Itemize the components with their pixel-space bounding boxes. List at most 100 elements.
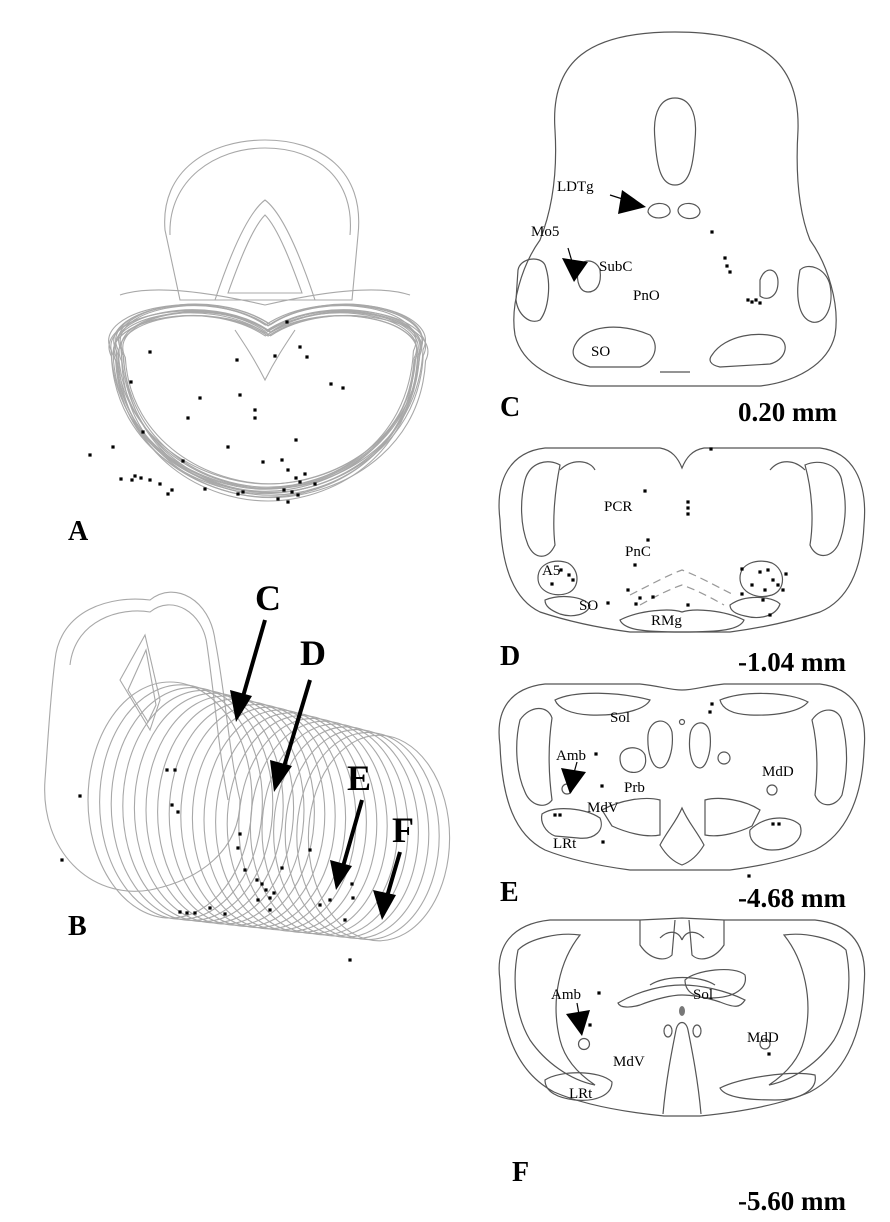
cell-marker — [343, 918, 346, 921]
cell-marker — [170, 803, 173, 806]
cell-marker — [272, 891, 275, 894]
cell-marker — [286, 468, 289, 471]
cell-marker — [253, 408, 256, 411]
cell-marker — [553, 813, 556, 816]
cell-marker — [264, 888, 267, 891]
cell-marker — [282, 488, 285, 491]
cell-marker — [550, 582, 553, 585]
cell-marker — [766, 568, 769, 571]
cell-marker — [186, 416, 189, 419]
label-subc: SubC — [599, 259, 632, 275]
cell-marker — [350, 882, 353, 885]
cell-marker — [285, 320, 288, 323]
cell-marker — [133, 474, 136, 477]
cell-marker — [60, 858, 63, 861]
cell-marker — [235, 358, 238, 361]
cell-marker — [148, 350, 151, 353]
label-so: SO — [591, 344, 610, 360]
panel-b-arrow-e: E — [330, 758, 371, 890]
cell-marker — [296, 493, 299, 496]
cell-marker — [606, 601, 609, 604]
section-outline — [119, 316, 417, 497]
cell-marker — [747, 874, 750, 877]
label-sol-e: Sol — [610, 710, 630, 726]
panel-d-letter: D — [500, 641, 520, 672]
cell-marker — [256, 898, 259, 901]
panel-e-section: Sol Amb Prb MdD MdV LRt — [499, 684, 865, 878]
cell-marker — [638, 596, 641, 599]
cell-marker — [686, 512, 689, 515]
cell-marker — [763, 588, 766, 591]
label-so-d: SO — [579, 598, 598, 614]
cell-marker — [148, 478, 151, 481]
cell-marker — [141, 430, 144, 433]
cell-marker — [329, 382, 332, 385]
panel-c-depth: 0.20 mm — [738, 397, 837, 427]
label-amb-e: Amb — [556, 748, 586, 764]
cell-marker — [173, 768, 176, 771]
cell-marker — [318, 903, 321, 906]
cell-marker — [601, 840, 604, 843]
cell-marker — [761, 598, 764, 601]
section-outline — [109, 311, 422, 494]
label-pno: PnO — [633, 288, 660, 304]
cell-marker — [740, 592, 743, 595]
label-mo5: Mo5 — [531, 224, 559, 240]
label-pcr: PCR — [604, 499, 632, 515]
panel-d-depth: -1.04 mm — [738, 647, 846, 677]
cell-marker — [181, 459, 184, 462]
label-mdv-f: MdV — [613, 1054, 645, 1070]
panel-b-letter: B — [68, 911, 87, 942]
cell-marker — [767, 1052, 770, 1055]
cell-marker — [708, 710, 711, 713]
cell-marker — [710, 702, 713, 705]
label-mdv-e: MdV — [587, 800, 619, 816]
cell-marker — [193, 911, 196, 914]
cell-marker — [176, 810, 179, 813]
section-outline — [111, 310, 426, 492]
panel-f-letter: F — [512, 1157, 529, 1188]
label-a5: A5 — [542, 563, 560, 579]
cell-marker — [710, 230, 713, 233]
cell-marker — [236, 492, 239, 495]
cell-marker — [626, 588, 629, 591]
cell-marker — [166, 492, 169, 495]
cell-marker — [308, 848, 311, 851]
label-rmg: RMg — [651, 613, 682, 629]
label-mdd-e: MdD — [762, 764, 794, 780]
cell-marker — [78, 794, 81, 797]
cell-marker — [588, 1023, 591, 1026]
cell-marker — [784, 572, 787, 575]
cell-marker — [165, 768, 168, 771]
cell-marker — [203, 487, 206, 490]
arrow-label-e: E — [347, 758, 371, 798]
label-lrt-e: LRt — [553, 836, 577, 852]
cell-marker — [238, 832, 241, 835]
cell-marker — [686, 603, 689, 606]
cell-marker — [305, 355, 308, 358]
cell-marker — [754, 298, 757, 301]
cell-marker — [600, 784, 603, 787]
arrow-label-c: C — [255, 578, 281, 618]
cell-marker — [348, 958, 351, 961]
cell-marker — [740, 567, 743, 570]
cell-marker — [243, 868, 246, 871]
cell-marker — [88, 453, 91, 456]
cell-marker — [130, 478, 133, 481]
section-outline — [114, 313, 416, 491]
section-outline — [121, 312, 420, 496]
cell-marker — [294, 438, 297, 441]
panel-b-arrow-c: C — [230, 578, 281, 722]
cell-marker — [170, 488, 173, 491]
cell-marker — [651, 595, 654, 598]
cell-marker — [597, 991, 600, 994]
cell-marker — [290, 490, 293, 493]
label-sol-f: Sol — [693, 987, 713, 1003]
label-lrt-f: LRt — [569, 1086, 593, 1102]
cell-marker — [261, 460, 264, 463]
cell-marker — [771, 578, 774, 581]
section-outline — [111, 688, 273, 921]
cell-marker — [746, 298, 749, 301]
cell-marker — [298, 345, 301, 348]
